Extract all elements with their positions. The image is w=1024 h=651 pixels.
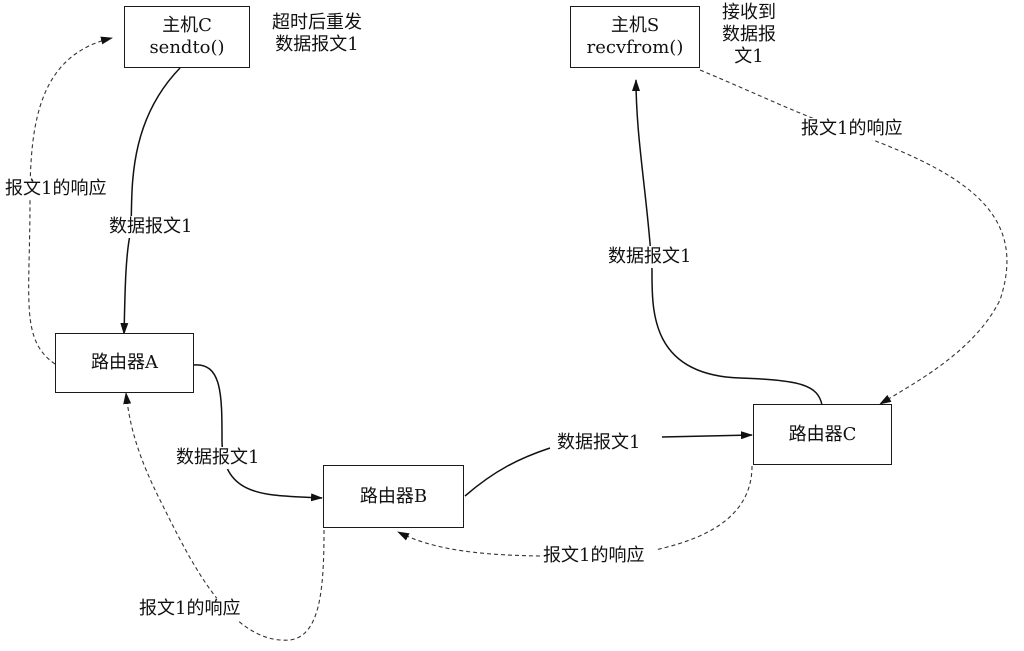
router-b-box: 路由器B <box>323 465 464 528</box>
edge-routerc-to-hosts <box>632 79 823 406</box>
label-routerc-to-routerb-response: 报文1的响应 <box>542 545 646 567</box>
edge-routerb-to-routera-response <box>123 392 325 641</box>
host-s-name: 主机S <box>610 15 660 36</box>
router-b-name: 路由器B <box>359 485 428 507</box>
router-a-box: 路由器A <box>55 333 194 393</box>
host-s-box: 主机S recvfrom() <box>570 6 700 68</box>
label-routerc-to-hosts: 数据报文1 <box>607 246 693 268</box>
host-s-note-line-3: 文1 <box>734 46 764 67</box>
host-s-call: recvfrom() <box>586 37 684 58</box>
label-hosts-to-routerc-response: 报文1的响应 <box>800 118 904 140</box>
host-s-note: 接收到 数据报 文1 <box>722 2 776 68</box>
host-c-call: sendto() <box>149 37 225 58</box>
label-routerb-to-routera-response: 报文1的响应 <box>138 598 242 620</box>
edge-hosts-to-routerc-response <box>699 69 1008 405</box>
host-c-name: 主机C <box>162 15 212 36</box>
edge-routera-to-hostc-response <box>28 36 113 365</box>
host-c-note-line-2: 数据报文1 <box>275 34 359 55</box>
host-s-note-line-1: 接收到 <box>722 2 776 23</box>
label-routera-to-routerb: 数据报文1 <box>175 447 261 469</box>
label-routera-to-hostc-response: 报文1的响应 <box>4 178 108 200</box>
host-c-note-line-1: 超时后重发 <box>272 12 362 33</box>
router-c-box: 路由器C <box>753 404 892 465</box>
edge-routera-to-routerb <box>192 364 323 502</box>
router-a-name: 路由器A <box>91 352 158 373</box>
label-hostc-to-routera: 数据报文1 <box>108 216 194 238</box>
edge-routerc-to-routerb-response <box>398 465 753 557</box>
router-c-name: 路由器C <box>788 423 857 445</box>
host-s-note-line-2: 数据报 <box>722 24 776 45</box>
host-c-box: 主机C sendto() <box>124 6 250 68</box>
edge-routerb-to-routerc <box>464 435 752 497</box>
host-c-note: 超时后重发 数据报文1 <box>272 12 362 56</box>
label-routerb-to-routerc: 数据报文1 <box>556 432 642 454</box>
edge-hostc-to-routera <box>120 67 181 335</box>
